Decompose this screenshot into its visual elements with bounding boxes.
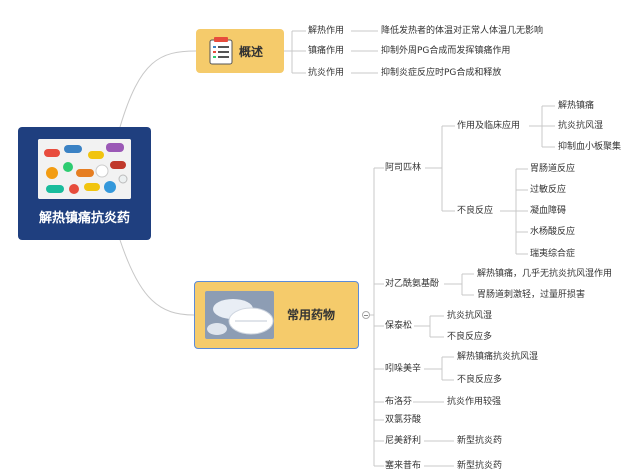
aspirin-adverse-item[interactable]: 水杨酸反应 xyxy=(530,227,576,237)
paracetamol-item[interactable]: 解热镇痛，几乎无抗炎抗风湿作用 xyxy=(477,269,613,279)
butazolidin-item[interactable]: 抗炎抗风湿 xyxy=(447,311,493,321)
root-title: 解热镇痛抗炎药 xyxy=(38,211,130,226)
common-drugs-node[interactable]: 常用药物 xyxy=(194,281,359,349)
nimesulide-item[interactable]: 新型抗炎药 xyxy=(457,436,503,446)
ibuprofen-item[interactable]: 抗炎作用较强 xyxy=(447,397,502,407)
overview-label-antipyretic[interactable]: 解热作用 xyxy=(308,26,345,36)
drug-butazolidin[interactable]: 保泰松 xyxy=(385,321,413,331)
indomethacin-item[interactable]: 解热镇痛抗炎抗风湿 xyxy=(457,352,539,362)
overview-label-analgesic[interactable]: 镇痛作用 xyxy=(308,46,345,56)
overview-detail-antiinflammatory[interactable]: 抑制炎症反应时PG合成和释放 xyxy=(381,68,502,78)
aspirin-adverse-item[interactable]: 过敏反应 xyxy=(530,185,567,195)
notepad-icon xyxy=(209,37,233,69)
drug-paracetamol[interactable]: 对乙酰氨基酚 xyxy=(385,279,440,289)
drug-aspirin[interactable]: 阿司匹林 xyxy=(385,163,422,173)
overview-detail-antipyretic[interactable]: 降低发热者的体温对正常人体温几无影响 xyxy=(381,26,544,36)
celecoxib-item[interactable]: 新型抗炎药 xyxy=(457,461,503,471)
aspirin-use-item[interactable]: 抑制血小板聚集 xyxy=(558,142,622,152)
indomethacin-item[interactable]: 不良反应多 xyxy=(457,375,503,385)
collapse-toggle[interactable] xyxy=(362,311,370,319)
drug-indomethacin[interactable]: 吲哚美辛 xyxy=(385,364,422,374)
root-node[interactable]: 解热镇痛抗炎药 xyxy=(18,127,151,240)
drug-ibuprofen[interactable]: 布洛芬 xyxy=(385,397,413,407)
overview-node[interactable]: 概述 xyxy=(196,29,284,73)
overview-detail-analgesic[interactable]: 抑制外周PG合成而发挥镇痛作用 xyxy=(381,46,511,56)
aspirin-use-item[interactable]: 抗炎抗风湿 xyxy=(558,121,604,131)
aspirin-adverse-item[interactable]: 胃肠道反应 xyxy=(530,164,576,174)
aspirin-adverse-item[interactable]: 凝血障碍 xyxy=(530,206,567,216)
aspirin-adverse[interactable]: 不良反应 xyxy=(457,206,494,216)
overview-label-antiinflammatory[interactable]: 抗炎作用 xyxy=(308,68,345,78)
drug-diclofenac[interactable]: 双氯芬酸 xyxy=(385,415,422,425)
drug-nimesulide[interactable]: 尼美舒利 xyxy=(385,436,422,446)
common-drugs-title: 常用药物 xyxy=(287,308,336,322)
aspirin-uses[interactable]: 作用及临床应用 xyxy=(457,121,521,131)
aspirin-adverse-item[interactable]: 瑞夷综合症 xyxy=(530,249,576,259)
tablet-image xyxy=(205,291,274,339)
aspirin-use-item[interactable]: 解热镇痛 xyxy=(558,101,595,111)
drug-celecoxib[interactable]: 塞来昔布 xyxy=(385,461,422,471)
pills-image xyxy=(38,139,131,199)
paracetamol-item[interactable]: 胃肠道刺激轻，过量肝损害 xyxy=(477,290,586,300)
overview-title: 概述 xyxy=(239,45,264,59)
butazolidin-item[interactable]: 不良反应多 xyxy=(447,332,493,342)
